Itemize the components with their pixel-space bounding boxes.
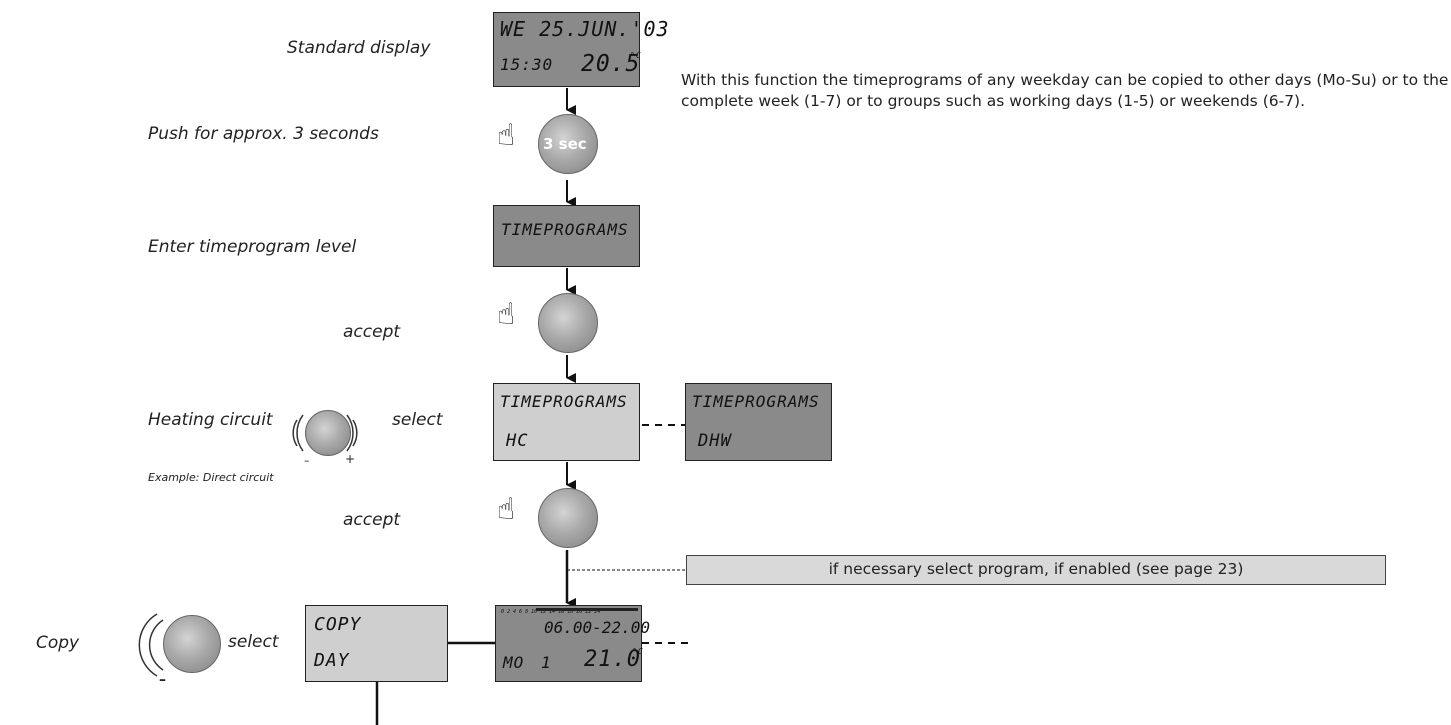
lcd-time: 15:30 — [500, 55, 554, 74]
lcd-program-temp-unit: °C — [632, 647, 644, 656]
copy-dial-minus-mark: – — [159, 672, 166, 688]
knob-heating-circuit-dial[interactable] — [305, 410, 351, 456]
hand-press-icon: ☝ — [497, 118, 516, 153]
description-text: With this function the timeprograms of a… — [681, 71, 1449, 110]
lcd-hc-line2: HC — [506, 431, 529, 451]
lcd-copy-day: COPY DAY — [305, 605, 448, 682]
lcd-program-bar — [536, 608, 638, 611]
knob-push-3sec[interactable]: 3 sec — [538, 114, 598, 174]
knob-3sec-label: 3 sec — [543, 135, 587, 153]
lcd-program-daynum: 1 — [541, 653, 552, 672]
knob-accept-2[interactable] — [538, 488, 598, 548]
lcd-date: WE 25.JUN.'03 — [500, 17, 670, 41]
dial-minus-mark: – — [304, 454, 310, 467]
lcd-temp-unit: °C — [630, 51, 642, 60]
lcd-timeprograms-text: TIMEPROGRAMS — [501, 220, 629, 239]
lcd-dhw-line1: TIMEPROGRAMS — [692, 392, 820, 411]
step-label-select-2: select — [228, 632, 279, 652]
lcd-heating-circuit: TIMEPROGRAMS HC — [493, 383, 640, 461]
lcd-temperature: 20.5 — [581, 51, 641, 77]
step-label-enter: Enter timeprogram level — [148, 237, 357, 257]
step-label-accept-1: accept — [343, 322, 401, 342]
lcd-copy-line1: COPY — [314, 614, 362, 635]
step-label-accept-2: accept — [343, 510, 401, 530]
lcd-program-scale: 0 2 4 6 8 10 12 14 16 18 20 22 24 — [501, 609, 601, 615]
lcd-dhw: TIMEPROGRAMS DHW — [685, 383, 832, 461]
step-label-example: Example: Direct circuit — [148, 471, 274, 484]
lcd-copy-line2: DAY — [314, 650, 350, 671]
lcd-program-day: MO — [503, 653, 525, 672]
note-select-program: if necessary select program, if enabled … — [686, 555, 1386, 585]
lcd-timeprograms: TIMEPROGRAMS — [493, 205, 640, 267]
lcd-dhw-line2: DHW — [698, 431, 732, 451]
knob-copy-dial[interactable] — [163, 615, 221, 673]
lcd-program-temp: 21.0 — [584, 647, 641, 672]
step-label-standard: Standard display — [287, 38, 431, 58]
step-label-push: Push for approx. 3 seconds — [148, 124, 379, 144]
knob-accept-1[interactable] — [538, 293, 598, 353]
lcd-hc-line1: TIMEPROGRAMS — [500, 392, 628, 411]
hand-press-icon: ☝ — [497, 492, 516, 527]
dial-rotation-marks — [138, 414, 358, 677]
hand-press-icon: ☝ — [497, 297, 516, 332]
lcd-standard-display: WE 25.JUN.'03 15:30 20.5 °C — [493, 12, 669, 87]
step-label-heating-circuit: Heating circuit — [148, 410, 273, 430]
step-label-select-1: select — [392, 410, 443, 430]
step-label-copy: Copy — [36, 633, 80, 653]
dial-plus-mark: + — [345, 452, 356, 466]
lcd-program: 0 2 4 6 8 10 12 14 16 18 20 22 24 06.00-… — [495, 605, 650, 682]
lcd-program-range: 06.00-22.00 — [544, 618, 650, 637]
